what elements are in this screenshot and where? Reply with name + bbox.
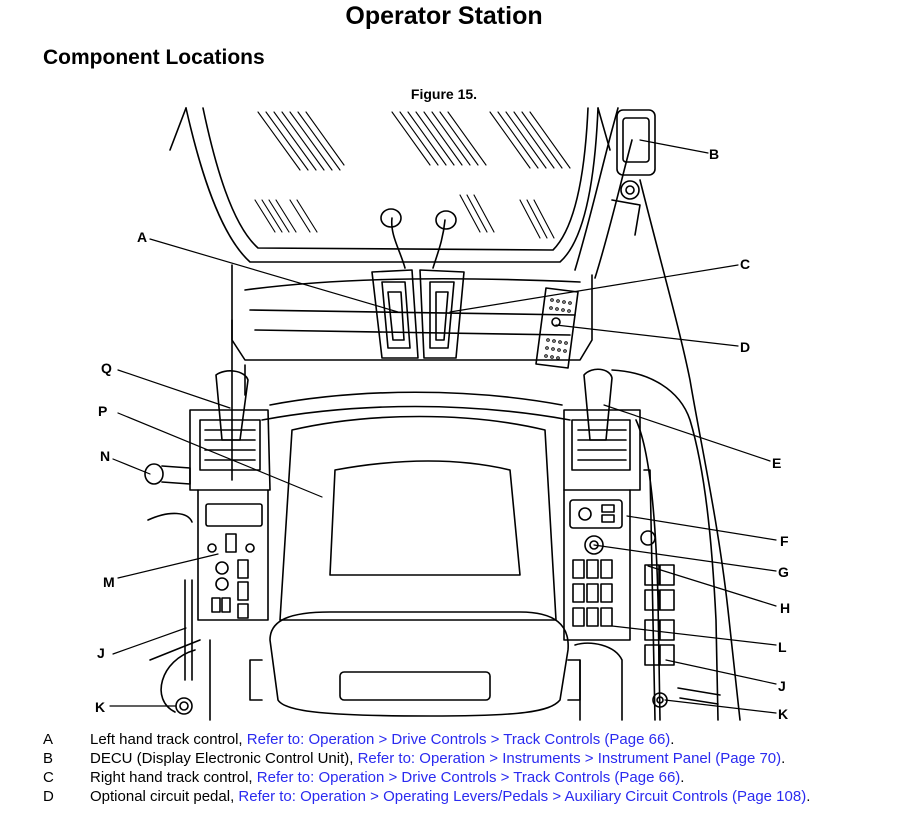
callout-d: D bbox=[740, 339, 750, 355]
callout-a: A bbox=[137, 229, 147, 245]
legend-text: Left hand track control, Refer to: Opera… bbox=[90, 731, 675, 748]
left-console-drawing bbox=[160, 370, 271, 721]
legend-key: C bbox=[43, 769, 54, 786]
callout-c: C bbox=[740, 256, 750, 272]
callout-j: J bbox=[778, 678, 786, 694]
callout-h: H bbox=[780, 600, 790, 616]
legend-row: B DECU (Display Electronic Control Unit)… bbox=[43, 750, 903, 769]
legend-key: D bbox=[43, 788, 54, 805]
legend-link-track-controls[interactable]: Refer to: Operation > Drive Controls > T… bbox=[256, 769, 681, 786]
track-levers-drawing bbox=[371, 208, 465, 359]
legend-text: Right hand track control, Refer to: Oper… bbox=[90, 769, 685, 786]
section-title: Component Locations bbox=[43, 46, 265, 69]
figure-caption: Figure 15. bbox=[410, 86, 478, 102]
callout-q: Q bbox=[101, 360, 112, 376]
legend-link-instrument-panel[interactable]: Refer to: Operation > Instruments > Inst… bbox=[357, 750, 782, 767]
windscreen-drawing bbox=[169, 107, 611, 263]
callout-b: B bbox=[709, 146, 719, 162]
callout-g: G bbox=[778, 564, 789, 580]
callout-l: L bbox=[778, 639, 787, 655]
callout-m: M bbox=[103, 574, 115, 590]
callout-f: F bbox=[780, 533, 789, 549]
right-console-drawing bbox=[563, 368, 641, 721]
legend-key: A bbox=[43, 731, 54, 748]
legend-link-track-controls[interactable]: Refer to: Operation > Drive Controls > T… bbox=[246, 731, 671, 748]
callout-k: K bbox=[778, 706, 788, 722]
legend: A Left hand track control, Refer to: Ope… bbox=[43, 731, 903, 807]
legend-text: Optional circuit pedal, Refer to: Operat… bbox=[90, 788, 811, 805]
legend-link-auxiliary-circuit[interactable]: Refer to: Operation > Operating Levers/P… bbox=[238, 788, 807, 805]
callout-e: E bbox=[772, 455, 781, 471]
decu-drawing bbox=[574, 107, 656, 279]
leader-lines bbox=[109, 139, 777, 714]
legend-row: C Right hand track control, Refer to: Op… bbox=[43, 769, 903, 788]
legend-row: D Optional circuit pedal, Refer to: Oper… bbox=[43, 788, 903, 807]
legend-key: B bbox=[43, 750, 54, 767]
legend-row: A Left hand track control, Refer to: Ope… bbox=[43, 731, 903, 750]
seat-drawing bbox=[249, 391, 581, 717]
callout-j: J bbox=[97, 645, 105, 661]
callout-p: P bbox=[98, 403, 107, 419]
pedal-drawing bbox=[535, 287, 579, 369]
legend-text: DECU (Display Electronic Control Unit), … bbox=[90, 750, 786, 767]
callout-n: N bbox=[100, 448, 110, 464]
callout-k: K bbox=[95, 699, 105, 715]
page-title: Operator Station bbox=[345, 2, 543, 30]
